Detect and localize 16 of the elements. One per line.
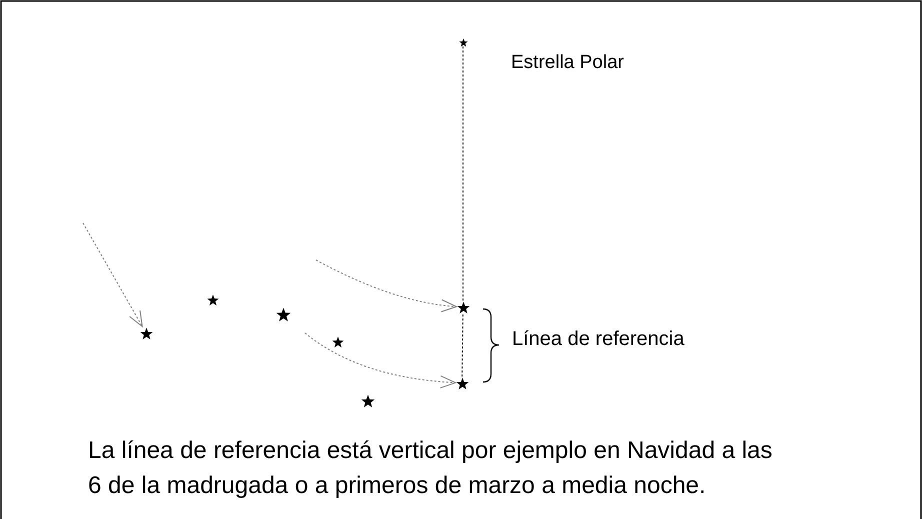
star-icon [458,38,468,46]
star-icon [332,336,344,348]
curved-arrow [316,260,457,312]
star-icon [140,326,152,340]
curved-arrow [82,222,143,327]
star-icon [276,306,290,322]
dotted-line [462,46,464,301]
star-name: Estrella Polar [511,52,624,74]
star-icon [207,294,219,306]
star-icon [456,376,468,390]
bracket-label: Línea de referencia [512,328,684,351]
caption: La línea de referencia está vertical por ejemplo en Navidad a las 6 de la madrugada o a primeros de marzo a media noche. [88,436,774,501]
curved-arrow [304,332,456,388]
star-icon [361,394,375,408]
dotted-line [462,313,464,377]
star-icon [456,300,470,314]
